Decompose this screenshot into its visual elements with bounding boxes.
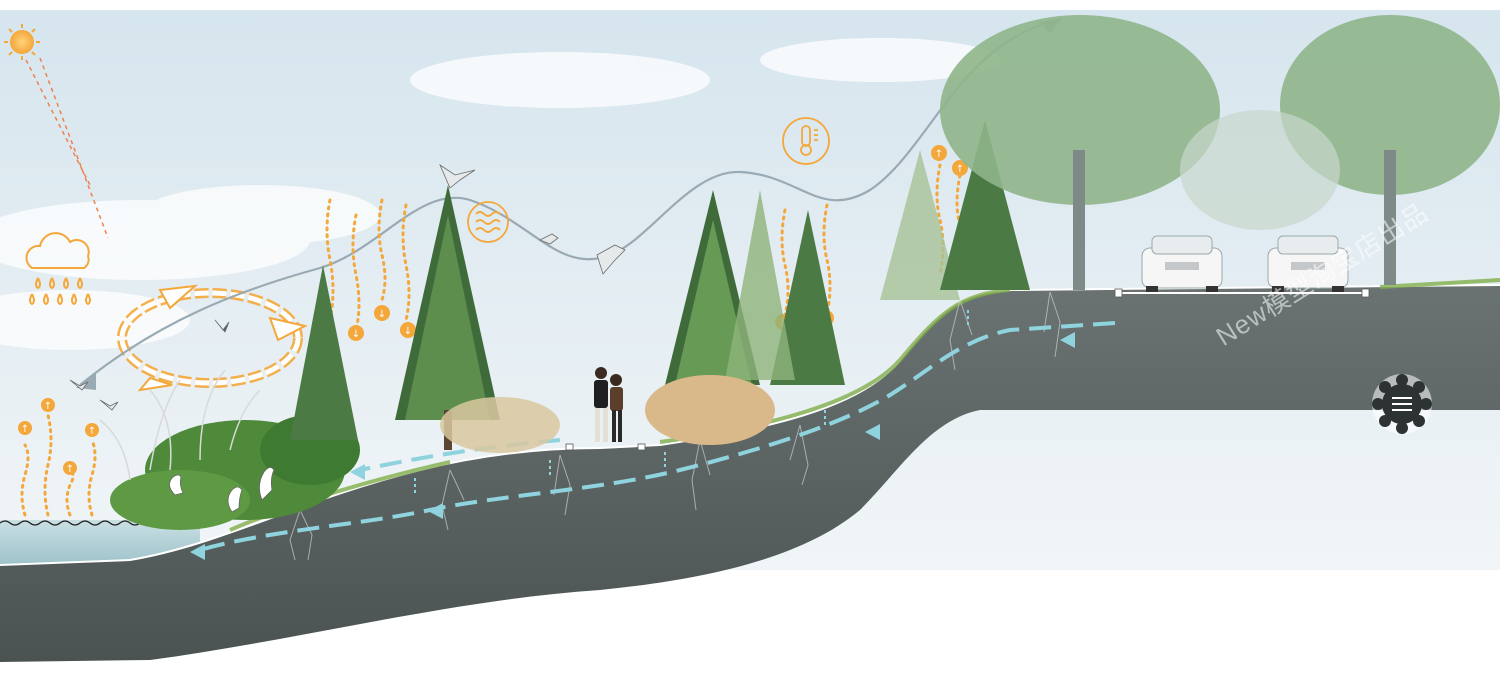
wetland-plants bbox=[99, 369, 360, 530]
svg-text:↑: ↑ bbox=[44, 401, 52, 412]
svg-text:↑: ↑ bbox=[88, 426, 96, 437]
road-surface bbox=[1114, 288, 1370, 298]
svg-text:↓: ↓ bbox=[352, 329, 360, 340]
svg-text:↑: ↑ bbox=[935, 149, 943, 160]
svg-text:↑: ↑ bbox=[66, 464, 74, 475]
watermark-logo-icon bbox=[1372, 374, 1432, 434]
car-left bbox=[1141, 235, 1223, 294]
clouds bbox=[0, 38, 1000, 350]
cars bbox=[1141, 235, 1349, 294]
subsurface-water-flow bbox=[199, 321, 1116, 552]
conifer-trees bbox=[290, 120, 1030, 450]
svg-text:↓: ↓ bbox=[378, 309, 386, 320]
soil-section bbox=[0, 285, 1500, 662]
ornamental-grasses bbox=[440, 375, 775, 453]
sun-rays-dashed bbox=[25, 57, 109, 239]
infiltration-arrows bbox=[414, 310, 969, 493]
rain-cloud-icon bbox=[25, 232, 91, 306]
pedestrians bbox=[594, 367, 623, 442]
svg-text:↓: ↓ bbox=[404, 326, 412, 337]
flying-birds bbox=[69, 163, 626, 411]
humidity-icon bbox=[467, 201, 509, 243]
path-markers bbox=[565, 443, 646, 451]
roadside-trees bbox=[940, 15, 1500, 290]
sun-icon bbox=[4, 24, 40, 60]
water-surface-line bbox=[0, 520, 151, 526]
car-right bbox=[1267, 235, 1349, 294]
heron-birds bbox=[169, 467, 275, 513]
svg-text:↑: ↑ bbox=[21, 424, 29, 435]
flow-arrowheads bbox=[190, 332, 1075, 560]
thermometer-icon bbox=[782, 117, 830, 165]
svg-text:↑: ↑ bbox=[956, 164, 964, 175]
water-cycle-arrow bbox=[117, 284, 308, 392]
